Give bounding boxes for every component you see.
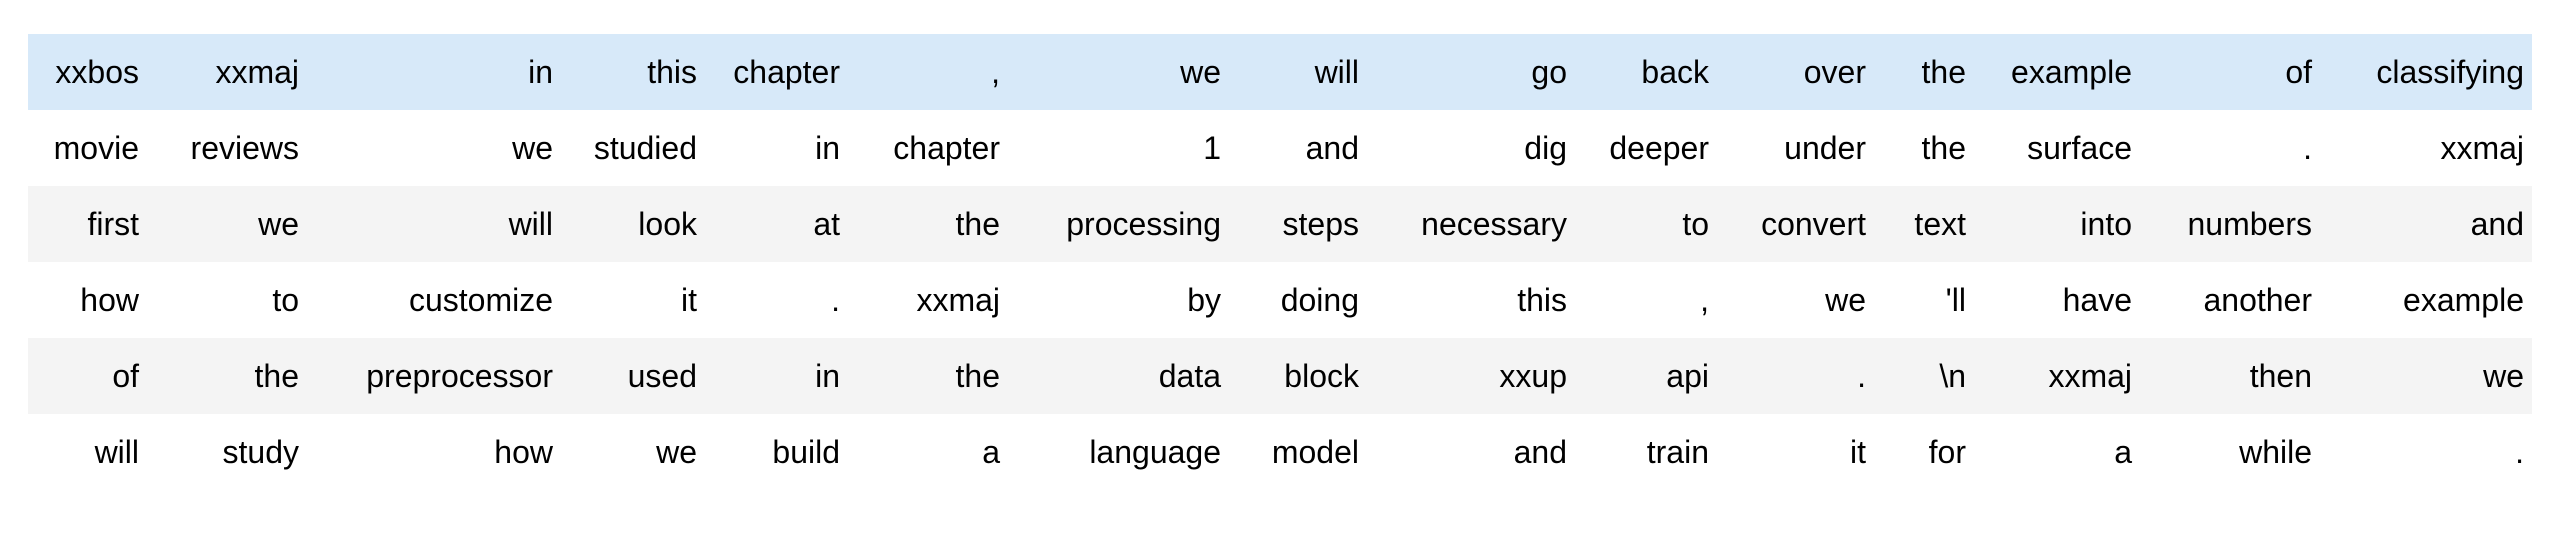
- token-cell: at: [813, 205, 840, 242]
- token-cell: data: [1158, 357, 1221, 394]
- table-row: will study how we build a language model…: [28, 414, 2532, 490]
- token-cell: first: [87, 205, 139, 242]
- token-cell: back: [1641, 53, 1709, 90]
- token-cell: have: [2062, 281, 2132, 318]
- token-cell: dig: [1524, 129, 1567, 166]
- token-cell: and: [1513, 433, 1567, 470]
- table-row: of the preprocessor used in the data blo…: [28, 338, 2532, 414]
- token-cell: how: [80, 281, 139, 318]
- token-cell: of: [2285, 53, 2312, 90]
- token-cell: surface: [2027, 129, 2132, 166]
- token-cell: of: [112, 357, 139, 394]
- token-cell: 'll: [1945, 281, 1966, 318]
- token-cell: model: [1271, 433, 1359, 470]
- token-cell: it: [681, 281, 697, 318]
- token-cell: then: [2249, 357, 2312, 394]
- token-cell: xxmaj: [215, 53, 299, 90]
- token-cell: classifying: [2376, 53, 2524, 90]
- token-cell: we: [2483, 357, 2524, 394]
- token-cell: will: [508, 205, 553, 242]
- token-cell: we: [656, 433, 697, 470]
- token-cell: to: [272, 281, 299, 318]
- token-cell: this: [647, 53, 697, 90]
- token-cell: used: [627, 357, 697, 394]
- token-cell: xxbos: [55, 53, 139, 90]
- token-cell: studied: [593, 129, 697, 166]
- token-cell: and: [2470, 205, 2524, 242]
- token-cell: example: [2403, 281, 2524, 318]
- token-cell: doing: [1280, 281, 1359, 318]
- token-cell: text: [1914, 205, 1966, 242]
- token-cell: .: [831, 281, 840, 318]
- token-cell: the: [1921, 53, 1966, 90]
- token-cell: over: [1803, 53, 1866, 90]
- token-cell: for: [1928, 433, 1966, 470]
- tokenized-text-table: xxbos xxmaj in this chapter , we will go…: [28, 34, 2532, 490]
- token-cell: .: [2303, 129, 2312, 166]
- table-row: first we will look at the processing ste…: [28, 186, 2532, 262]
- token-cell: api: [1666, 357, 1709, 394]
- token-cell: a: [982, 433, 1000, 470]
- token-cell: necessary: [1421, 205, 1567, 242]
- token-cell: reviews: [190, 129, 299, 166]
- token-cell: xxmaj: [2048, 357, 2132, 394]
- token-cell: block: [1284, 357, 1359, 394]
- token-cell: steps: [1282, 205, 1359, 242]
- token-cell: the: [955, 357, 1000, 394]
- token-cell: go: [1531, 53, 1567, 90]
- token-cell: preprocessor: [366, 357, 553, 394]
- token-cell: in: [528, 53, 553, 90]
- token-cell: .: [1857, 357, 1866, 394]
- token-cell: the: [955, 205, 1000, 242]
- token-cell: another: [2203, 281, 2312, 318]
- token-cell: will: [1314, 53, 1359, 90]
- token-cell: while: [2239, 433, 2312, 470]
- token-cell: convert: [1761, 205, 1866, 242]
- token-cell: this: [1517, 281, 1567, 318]
- token-cell: in: [815, 129, 840, 166]
- token-cell: customize: [408, 281, 553, 318]
- token-cell: xxmaj: [2440, 129, 2524, 166]
- token-cell: deeper: [1609, 129, 1709, 166]
- token-cell: in: [815, 357, 840, 394]
- token-cell: chapter: [733, 53, 840, 90]
- token-cell: the: [1921, 129, 1966, 166]
- token-cell: will: [94, 433, 139, 470]
- token-cell: movie: [53, 129, 139, 166]
- token-cell: xxmaj: [916, 281, 1000, 318]
- token-cell: 1: [1203, 129, 1221, 166]
- token-cell: we: [1825, 281, 1866, 318]
- token-cell: language: [1089, 433, 1221, 470]
- token-cell: numbers: [2187, 205, 2313, 242]
- token-cell: to: [1682, 205, 1709, 242]
- token-cell: it: [1850, 433, 1866, 470]
- token-cell: example: [2011, 53, 2132, 90]
- token-cell: look: [638, 205, 697, 242]
- token-cell: chapter: [893, 129, 1000, 166]
- table-row: xxbos xxmaj in this chapter , we will go…: [28, 34, 2532, 110]
- token-cell: under: [1784, 129, 1866, 166]
- token-cell: build: [772, 433, 840, 470]
- token-cell: \n: [1939, 357, 1966, 394]
- token-cell: by: [1187, 281, 1221, 318]
- token-cell: how: [494, 433, 553, 470]
- token-cell: the: [254, 357, 299, 394]
- token-cell: we: [512, 129, 553, 166]
- token-cell: processing: [1066, 205, 1221, 242]
- token-cell: and: [1305, 129, 1359, 166]
- token-cell: a: [2114, 433, 2132, 470]
- token-cell: study: [222, 433, 299, 470]
- token-cell: .: [2515, 433, 2524, 470]
- token-cell: we: [258, 205, 299, 242]
- token-cell: into: [2080, 205, 2132, 242]
- token-cell: ,: [991, 53, 1000, 90]
- token-cell: xxup: [1499, 357, 1567, 394]
- table-row: movie reviews we studied in chapter 1 an…: [28, 110, 2532, 186]
- token-cell: ,: [1700, 281, 1709, 318]
- table-row: how to customize it . xxmaj by doing thi…: [28, 262, 2532, 338]
- token-cell: we: [1180, 53, 1221, 90]
- token-cell: train: [1646, 433, 1709, 470]
